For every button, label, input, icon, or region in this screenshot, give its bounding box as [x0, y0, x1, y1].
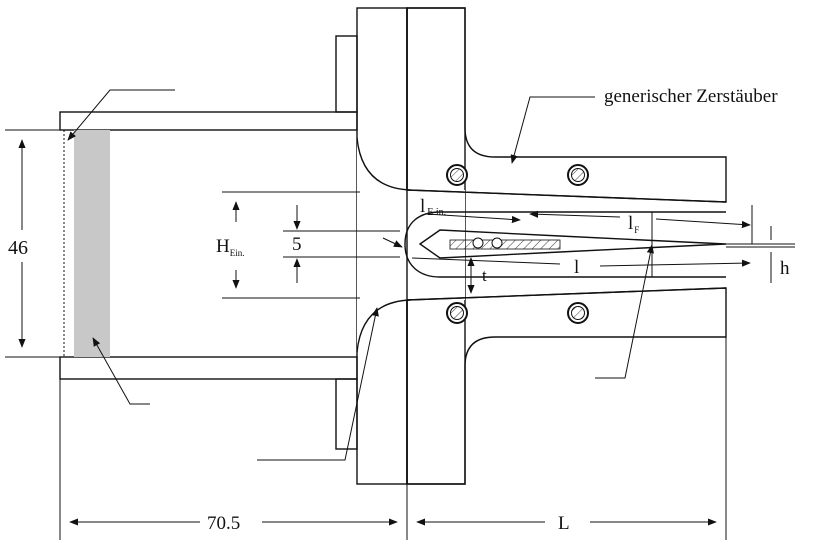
atomizer-housing	[406, 7, 727, 485]
dimension-lines	[5, 129, 772, 540]
atomizer-label: generischer Zerstäuber	[604, 86, 778, 107]
t-label: t	[482, 266, 487, 285]
dim-70-5-label: 70.5	[207, 513, 240, 534]
upper-collar	[335, 35, 358, 113]
lower-collar	[335, 378, 358, 450]
nozzle-insert	[404, 211, 795, 278]
leader-lines	[67, 89, 654, 461]
text-labels: generischer Zerstäuber 46 5 h 70.5 L HEi…	[8, 86, 790, 534]
dim-h-label: h	[780, 258, 790, 279]
o-rings	[446, 164, 589, 324]
dim-46-label: 46	[8, 237, 28, 259]
l-label: l	[574, 257, 579, 278]
l-f-label: lF	[628, 213, 639, 235]
h-ein-label: HEin.	[216, 236, 244, 258]
flange-plate	[356, 7, 466, 485]
filter-element	[74, 130, 110, 357]
dim-5-label: 5	[292, 234, 302, 255]
dim-L-label: L	[558, 513, 570, 534]
